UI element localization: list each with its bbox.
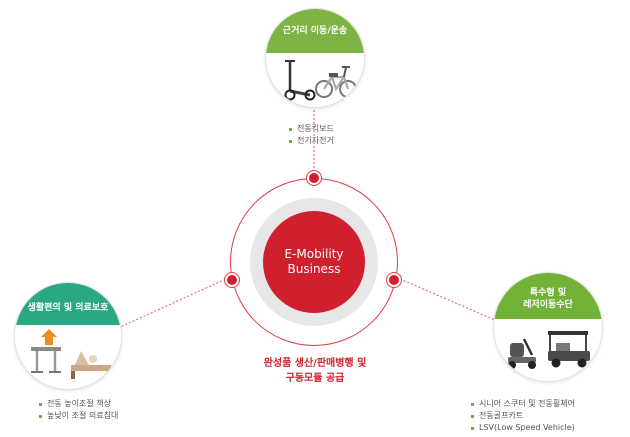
list-item: 높낮이 조절 의료침대: [38, 410, 118, 422]
center-title-line2: Business: [287, 262, 341, 276]
supply-caption: 완성품 생산/판매병행 및 구동모듈 공급: [252, 356, 378, 386]
list-item: 시니어 스쿠터 및 전동휠체어: [470, 398, 575, 410]
category-living-medical: 생활편의 및 의료보호: [14, 282, 122, 390]
category-title-line1: 특수형 및: [529, 288, 567, 298]
list-item: 전동 높이조절 책상: [38, 398, 118, 410]
category-title-text: 근거리 이동/운송: [282, 26, 348, 36]
list-item: 전동골프카트: [470, 410, 575, 422]
supply-caption-line2: 구동모듈 공급: [285, 373, 345, 384]
category-title: 생활편의 및 의료보호: [15, 283, 121, 325]
category-short-distance: 근거리 이동/운송: [265, 8, 365, 108]
category-title: 특수형 및 레저이동수단: [494, 273, 602, 319]
category-title: 근거리 이동/운송: [266, 9, 364, 53]
connector-left: [117, 278, 227, 329]
list-item: 전기자전거: [288, 135, 334, 147]
ring-node-left: [225, 273, 239, 287]
scooter-bicycle-icon: [284, 60, 357, 101]
center-hub: E-Mobility Business: [263, 211, 365, 313]
supply-caption-line1: 완성품 생산/판매병행 및: [263, 358, 367, 369]
category-title-line2: 레저이동수단: [523, 300, 573, 310]
center-title-line1: E-Mobility: [284, 247, 344, 261]
list-item: LSV(Low Speed Vehicle): [470, 422, 575, 434]
category-special-leisure: 특수형 및 레저이동수단: [493, 272, 603, 382]
category-title-text: 생활편의 및 의료보호: [27, 303, 109, 313]
ring-node-top: [307, 171, 321, 185]
list-item: 전동킥보드: [288, 123, 334, 135]
living-medical-item-list: 전동 높이조절 책상 높낮이 조절 의료침대: [38, 398, 118, 422]
connector-right: [399, 278, 496, 321]
short-distance-item-list: 전동킥보드 전기자전거: [288, 123, 334, 147]
scooter-golfcart-icon: [508, 331, 590, 369]
special-leisure-item-list: 시니어 스쿠터 및 전동휠체어 전동골프카트 LSV(Low Speed Veh…: [470, 398, 575, 434]
ring-node-right: [387, 273, 401, 287]
desk-bed-icon: [31, 329, 111, 379]
